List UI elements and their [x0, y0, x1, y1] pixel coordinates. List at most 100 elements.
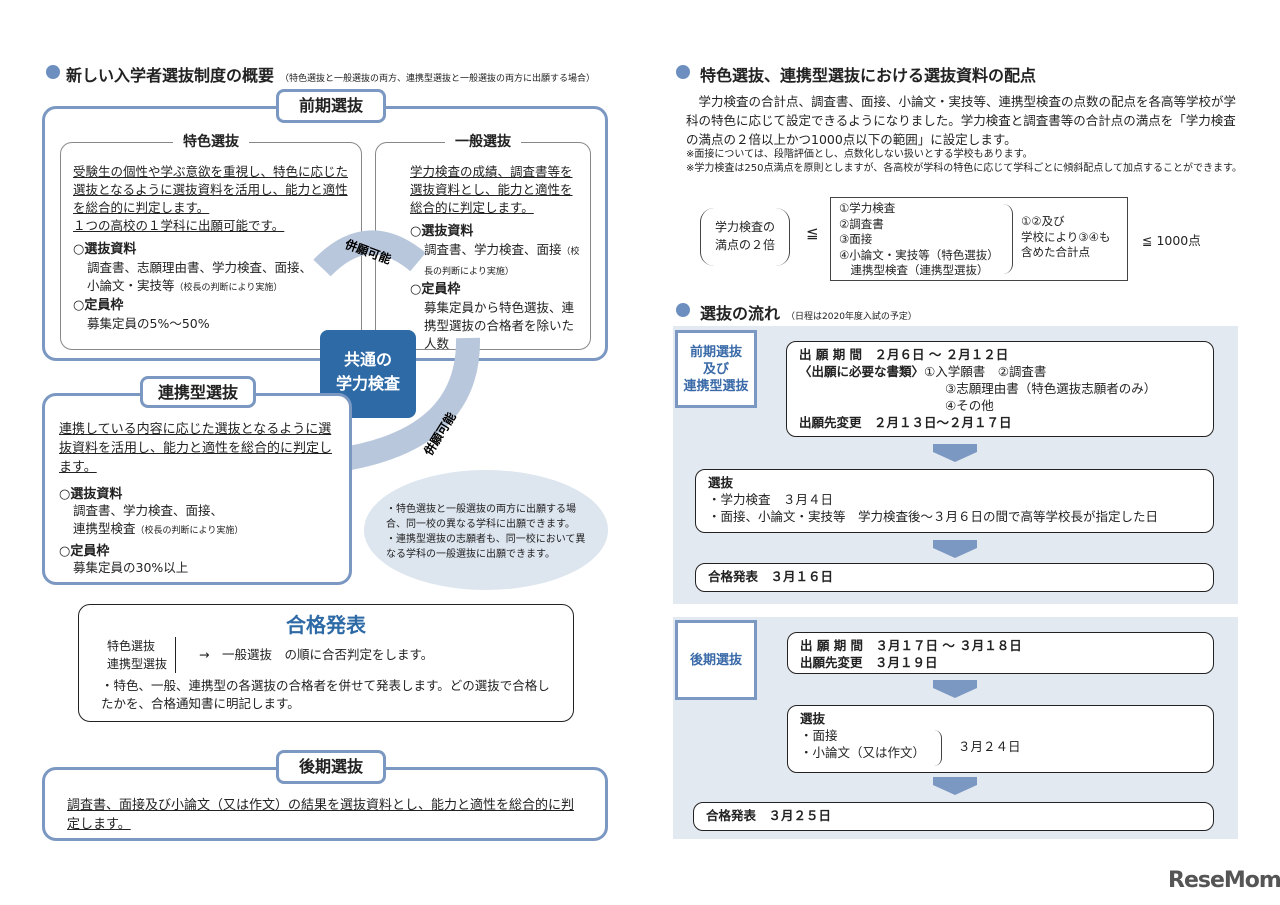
note-item: ※面接については、段階評価とし、点数化しない扱いとする学校もあります。 — [686, 149, 1033, 160]
koki-result-box: 合格発表 ３月２５日 — [693, 802, 1214, 831]
formula-item: ③面接 — [839, 232, 873, 246]
formula-item: ④小論文・実技等（特色選抜） — [839, 247, 999, 262]
renkei-desc: 連携している内容に応じた選抜となるように選抜資料を活用し、能力と適性を総合的に判… — [59, 422, 333, 475]
tokushoku-title: 特色選抜 — [173, 134, 249, 150]
change-text: 出願先変更 ２月１３日～２月１７日 — [799, 415, 1012, 430]
note-item: ・連携型選抜の志願者も、同一校において異なる学科の一般選抜に出願できます。 — [386, 534, 586, 560]
koki-flow-label: 後期選抜 — [675, 620, 757, 700]
arrow-down-icon — [933, 452, 977, 462]
quota-text: 募集定員の30%以上 — [73, 560, 189, 575]
koki-selection-box: 選抜 ・面接 ・小論文（又は作文） ３月２４日 — [787, 705, 1214, 773]
quota-label: ○定員枠 — [73, 298, 124, 313]
period-text: 出 願 期 間 ２月６日 ～ ２月１２日 — [799, 347, 1009, 362]
result-box: 合格発表 特色選抜 連携型選抜 → 一般選抜 の順に合否判定をします。 ・特色、… — [78, 604, 574, 722]
selection-item: ・小論文（又は作文） — [800, 745, 926, 760]
result-item: 特色選抜 — [107, 639, 156, 653]
tokushoku-box: 特色選抜 受験生の個性や学ぶ意欲を重視し、特色に応じた選抜となるように選抜資料を… — [60, 134, 362, 350]
selection-item: ・面接、小論文・実技等 学力検査後～３月６日の間で高等学校長が指定した日 — [708, 509, 1159, 524]
tokushoku-desc2: １つの高校の１学科に出願可能です。 — [73, 218, 285, 233]
selection-item: ・学力検査 ３月４日 — [708, 492, 834, 507]
quota-label: ○定員枠 — [59, 544, 110, 559]
arrow-down-icon — [933, 540, 977, 548]
renkei-tab: 連携型選抜 — [140, 376, 256, 408]
renkei-box: 連携している内容に応じた選抜となるように選抜資料を活用し、能力と適性を総合的に判… — [42, 393, 352, 585]
zenki-flow-label: 前期選抜 及び 連携型選抜 — [675, 330, 757, 408]
formula-item: ①学力検査 — [839, 201, 896, 215]
formula-left: 学力検査の 満点の２倍 — [700, 208, 790, 266]
arrow-down-icon — [933, 548, 977, 558]
formula-text: 学校により③④も — [1021, 229, 1111, 244]
formula-text: ①②及び — [1021, 214, 1065, 228]
heigan-arc-bottom — [336, 337, 481, 472]
heigan-arc-top — [313, 230, 426, 277]
bullet-icon — [676, 303, 690, 317]
formula-sum: ①②及び 学校により③④も 含めた合計点 — [1021, 214, 1110, 261]
heigan-arcs: 併願可能 併願可能 — [313, 230, 481, 472]
quota-label: ○定員枠 — [410, 282, 461, 297]
leq-symbol: ≦ — [806, 224, 819, 242]
arrow-down-icon — [933, 785, 977, 795]
ippan-title: 一般選抜 — [445, 134, 521, 150]
label-line: 及び — [702, 361, 729, 377]
materials-label: ○選抜資料 — [59, 487, 123, 502]
formula-text: 満点の２倍 — [714, 238, 775, 252]
ippan-desc: 学力検査の成績、調査書等を選抜資料とし、能力と適性を総合的に判定します。 — [410, 164, 573, 215]
formula-text: 含めた合計点 — [1021, 245, 1090, 259]
scoring-paragraph: 学力検査の合計点、調査書、面接、小論文・実技等、連携型検査の点数の配点を各高等学… — [686, 94, 1237, 147]
arrow-down-icon — [933, 688, 977, 698]
docs-item: ①入学願書 ②調査書 — [924, 364, 1047, 379]
materials-text: 調査書、学力検査、面接、 — [73, 503, 224, 518]
koki-desc: 調査書、面接及び小論文（又は作文）の結果を選抜資料とし、能力と適性を総合的に判定… — [67, 798, 575, 832]
docs-item: ④その他 — [945, 398, 994, 413]
result-item: 連携型選抜 — [107, 657, 168, 671]
koki-tab: 後期選抜 — [276, 750, 386, 784]
flow-note: （日程は2020年度入試の予定） — [786, 312, 917, 322]
koki-application-box: 出 願 期 間 ３月１７日 ～ ３月１８日 出願先変更 ３月１９日 — [787, 632, 1214, 674]
formula-text: 学力検査の — [714, 220, 775, 234]
flow-heading: 選抜の流れ （日程は2020年度入試の予定） — [700, 300, 917, 324]
quota-text: 募集定員の5%～50% — [87, 316, 210, 331]
arrow-down-icon — [933, 444, 977, 452]
arrow-icon: → — [199, 647, 210, 662]
docs-item: ③志願理由書（特色選抜志願者のみ） — [945, 381, 1157, 396]
resemom-logo: ReseMom — [1168, 868, 1280, 893]
period-text: 出 願 期 間 ３月１７日 ～ ３月１８日 — [800, 638, 1022, 653]
result-note: ・特色、一般、連携型の各選抜の合格者を併せて発表します。どの選抜で合格したかを、… — [101, 678, 550, 711]
heading-text: 新しい入学者選抜制度の概要 — [66, 66, 275, 85]
materials-note: （校長の判断により実施） — [135, 526, 244, 536]
label-line: 前期選抜 — [689, 344, 742, 360]
materials-note: （校長の判断により実施） — [174, 283, 283, 293]
formula-box: ①学力検査 ②調査書 ③面接 ④小論文・実技等（特色選抜） 連携型検査（連携型選… — [830, 197, 1128, 281]
tokushoku-desc: 受験生の個性や学ぶ意欲を重視し、特色に応じた選抜となるように選抜資料を活用し、能… — [73, 164, 349, 215]
note-item: ・特色選抜と一般選抜の両方に出願する場合、同一校の異なる学科に出願できます。 — [386, 504, 576, 530]
materials-note: （校長の判断により実施） — [424, 247, 580, 277]
formula-item: ②調査書 — [839, 216, 884, 231]
selection-title: 選抜 — [708, 475, 734, 490]
selection-item: ・面接 — [800, 728, 838, 743]
heading-note: （特色選抜と一般選抜の両方、連携型選抜と一般選抜の両方に出願する場合） — [280, 74, 596, 84]
materials-label: ○選抜資料 — [410, 224, 474, 239]
result-order: 一般選抜 の順に合否判定をします。 — [222, 647, 434, 662]
zenki-result-box: 合格発表 ３月１６日 — [695, 563, 1214, 592]
overview-heading: 新しい入学者選抜制度の概要 （特色選抜と一般選抜の両方、連携型選抜と一般選抜の両方… — [66, 62, 595, 86]
arrow-down-icon — [933, 680, 977, 688]
common-exam-line1: 共通の — [343, 350, 392, 369]
brace-icon — [1003, 204, 1013, 274]
formula-item: 連携型検査（連携型選抜） — [839, 263, 989, 277]
scoring-notes: ※面接については、段階評価とし、点数化しない扱いとする学校もあります。 ※学力検… — [686, 148, 1242, 176]
bullet-icon — [676, 65, 690, 79]
flow-heading-text: 選抜の流れ — [700, 304, 781, 323]
materials-text: 調査書、学力検査、面接 — [424, 242, 562, 257]
materials-text: 調査書、志願理由書、学力検査、面接、小論文・実技等 — [87, 260, 313, 293]
arrow-down-icon — [933, 777, 977, 785]
brace-icon — [934, 730, 942, 766]
note-item: ※学力検査は250点満点を原則としますが、各高校が学科の特色に応じて学科ごとに傾… — [686, 163, 1242, 174]
docs-label: 〈出願に必要な書類〉 — [799, 364, 925, 379]
change-text: 出願先変更 ３月１９日 — [800, 655, 938, 670]
bullet-icon — [46, 65, 60, 79]
materials-text2: 連携型検査 — [73, 521, 136, 536]
zenki-selection-box: 選抜 ・学力検査 ３月４日 ・面接、小論文・実技等 学力検査後～３月６日の間で高… — [695, 469, 1214, 533]
selection-date: ３月２４日 — [958, 739, 1021, 754]
scoring-heading: 特色選抜、連携型選抜における選抜資料の配点 — [700, 66, 1037, 85]
quota-text: 募集定員から特色選抜、連携型選抜の合格者を除いた人数 — [424, 300, 575, 351]
